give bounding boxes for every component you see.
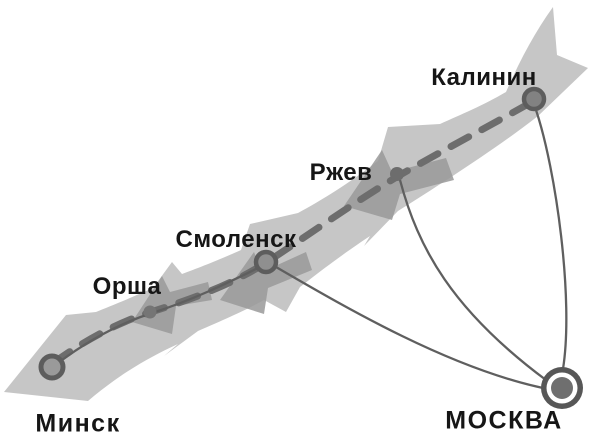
city-marker-kalinin	[521, 86, 547, 112]
city-marker-smolensk	[253, 249, 279, 275]
city-marker-moskva	[541, 367, 583, 409]
dark-arrow-smolensk	[220, 252, 312, 314]
road-moscow-kalinin	[534, 109, 568, 370]
road-moscow-smolensk	[275, 266, 544, 390]
city-markers	[38, 86, 583, 409]
dark-thrust-arrows	[132, 150, 454, 334]
city-marker-rzhev	[390, 167, 404, 181]
city-label-minsk: Минск	[35, 409, 121, 438]
dark-arrow-rzhev	[344, 150, 454, 220]
city-label-kalinin: Калинин	[431, 64, 537, 91]
city-marker-minsk	[38, 353, 66, 381]
road-moscow-rzhev	[398, 179, 547, 381]
city-label-smolensk: Смоленск	[175, 226, 297, 253]
city-label-moskva: МОСКВА	[445, 406, 563, 435]
city-marker-orsha	[143, 305, 157, 319]
city-label-rzhev: Ржев	[309, 159, 373, 186]
city-label-orsha: Орша	[92, 273, 162, 300]
